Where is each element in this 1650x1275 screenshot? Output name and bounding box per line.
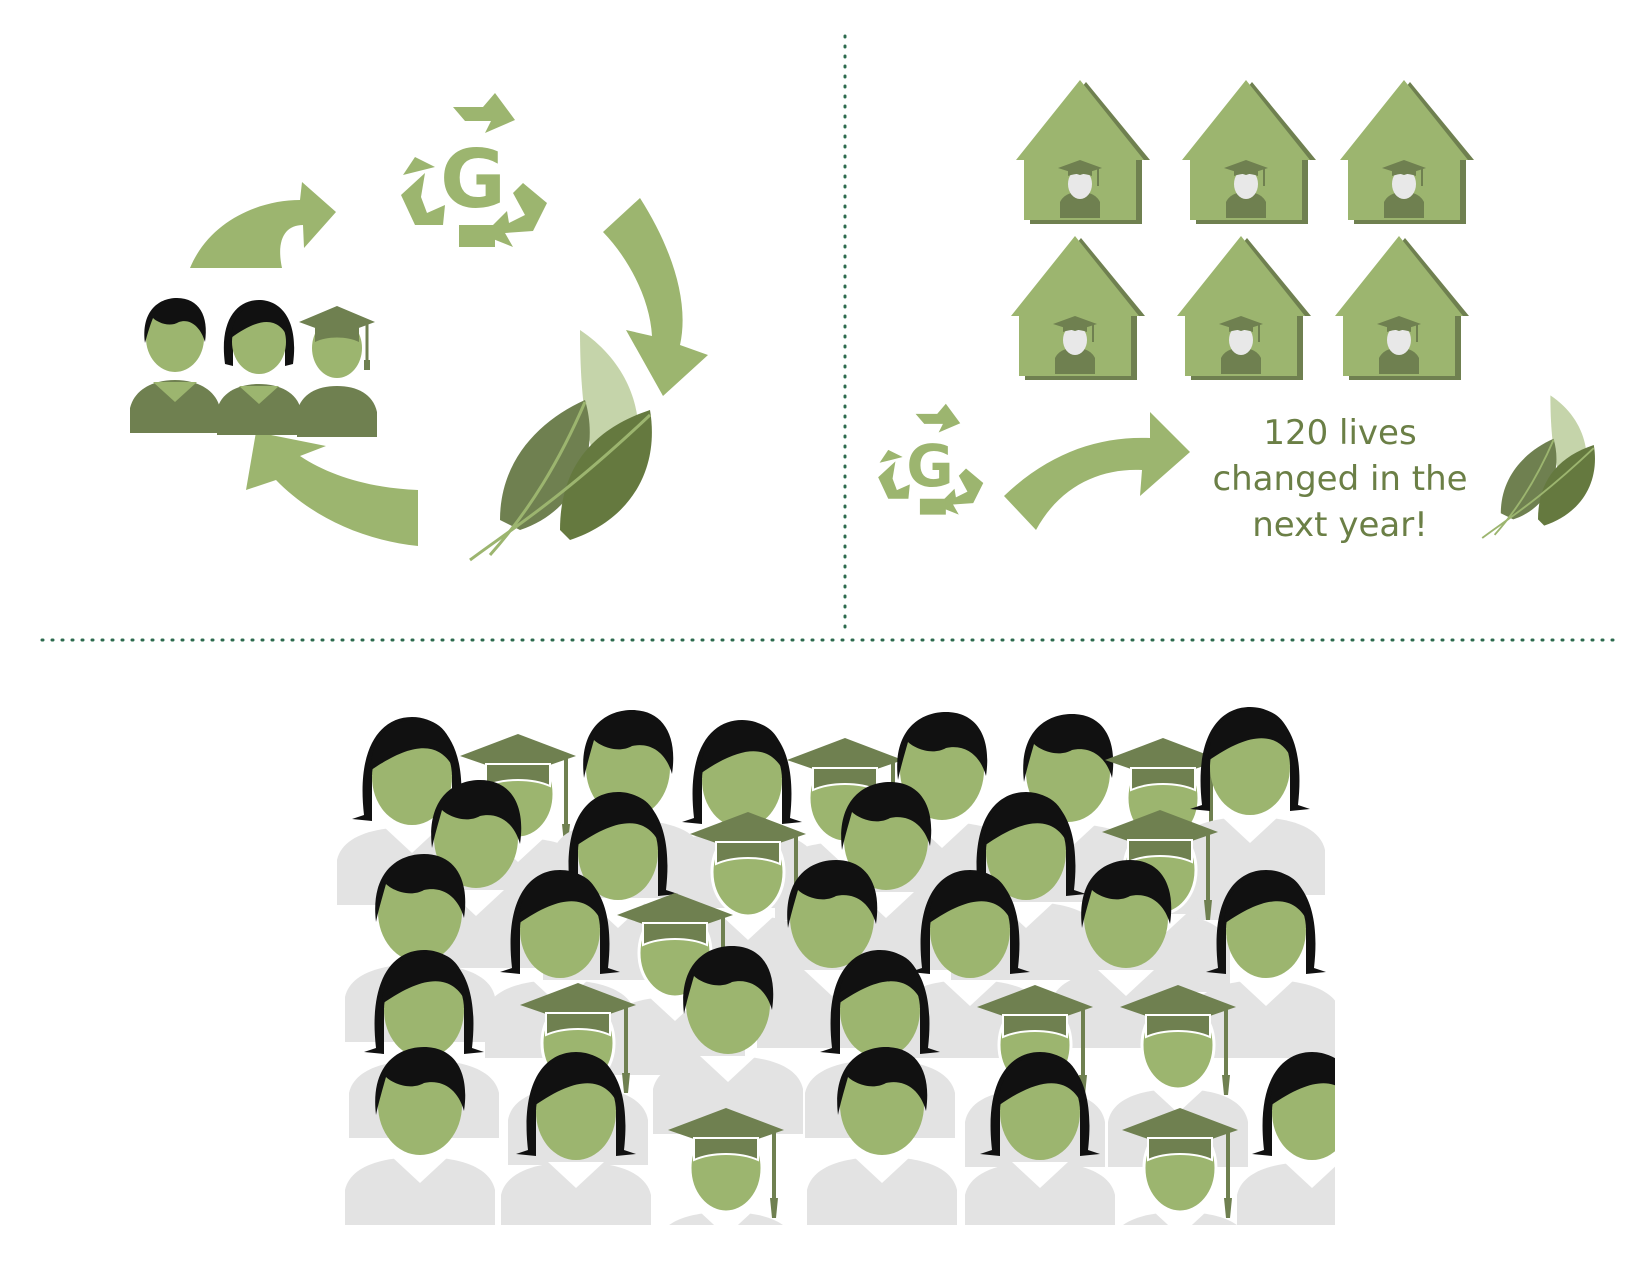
curved-arrow-icon (190, 182, 336, 268)
graduate-crowd-icon (337, 707, 1387, 1275)
house-with-graduate-icon (1334, 235, 1470, 381)
house-with-graduate-icon (1015, 79, 1151, 225)
house-with-graduate-icon (1010, 235, 1146, 381)
caption-line-2: changed in the (1212, 459, 1468, 499)
crowd-bottom-mask (0, 1225, 1650, 1275)
house-grid (1010, 79, 1475, 381)
caption-line-1: 120 lives (1263, 413, 1417, 453)
house-with-graduate-icon (1339, 79, 1475, 225)
crowd-right-mask (1335, 650, 1650, 1250)
leaves-icon (468, 328, 654, 562)
house-with-graduate-icon (1176, 235, 1312, 381)
impact-flow (878, 394, 1596, 539)
recycle-logo-icon (878, 403, 984, 515)
impact-caption: 120 lives changed in the next year! (1190, 410, 1490, 548)
house-with-graduate-icon (1181, 79, 1317, 225)
curved-arrow-icon (603, 198, 708, 396)
cycle-diagram (130, 93, 708, 562)
curved-arrow-icon (1004, 412, 1190, 530)
leaves-icon (1481, 394, 1596, 539)
caption-line-3: next year! (1252, 505, 1428, 545)
curved-arrow-icon (246, 432, 418, 546)
recycle-logo-icon (401, 93, 547, 247)
people-icon (130, 298, 379, 439)
